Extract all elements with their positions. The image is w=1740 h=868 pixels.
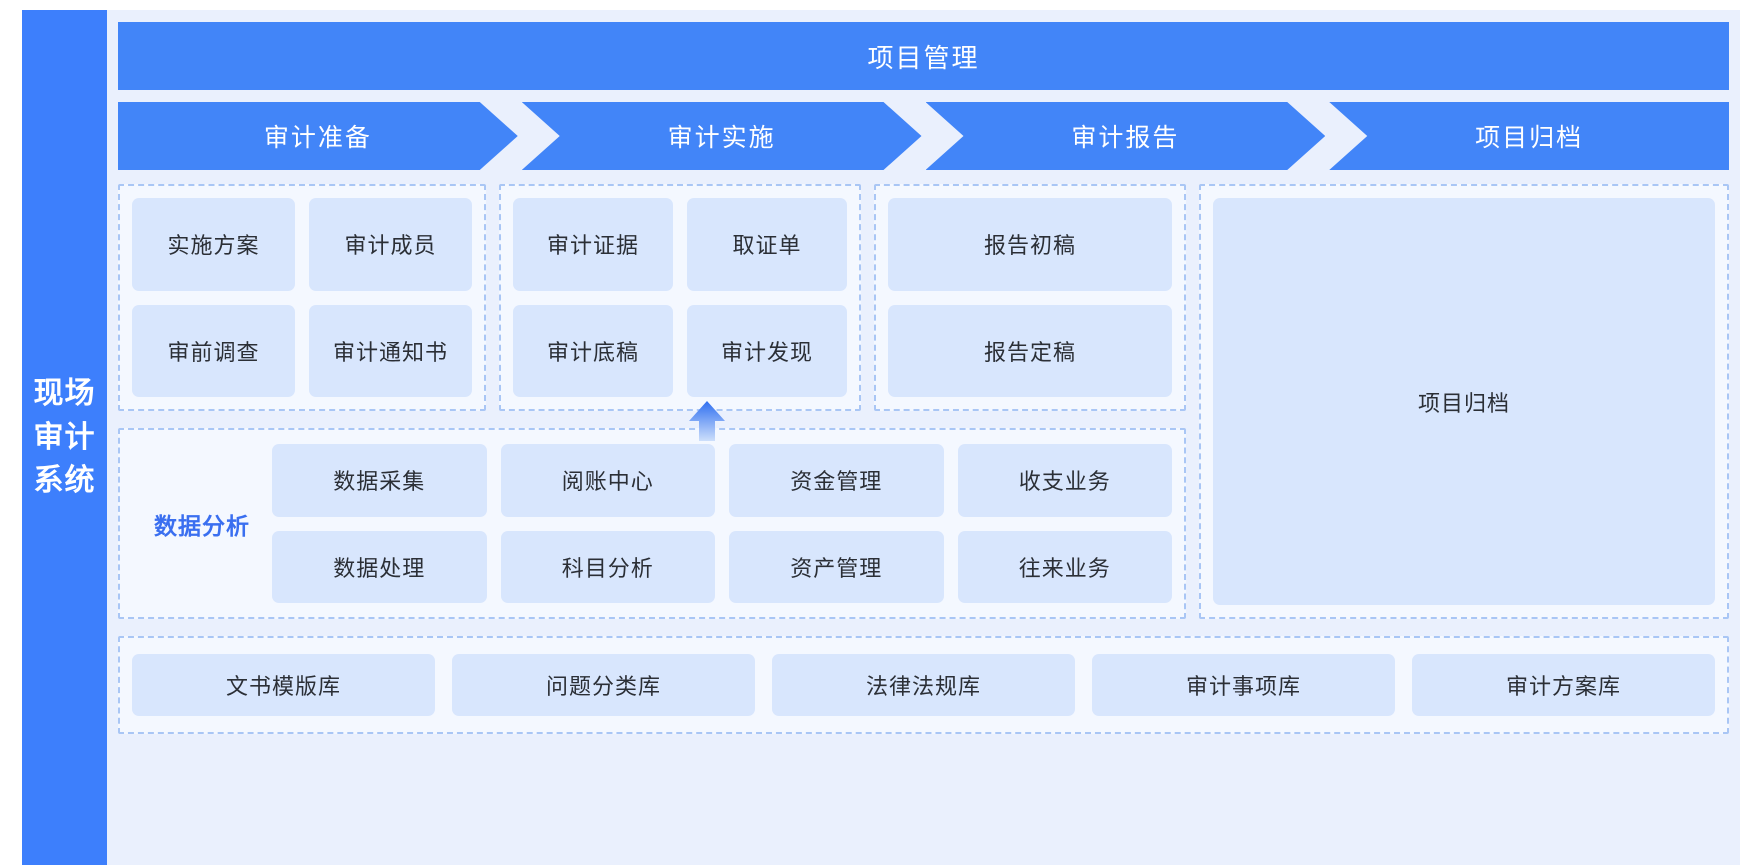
- implementation-tile-grid: 审计证据 取证单 审计底稿 审计发现: [513, 198, 847, 397]
- data-analysis-label: 数据分析: [154, 512, 250, 539]
- stage-audit-implementation[interactable]: 审计实施: [522, 102, 922, 170]
- data-analysis-grid: 数据采集 阅账中心 资金管理 收支业务 数据处理 科目分析 资产管理 往来业务: [272, 444, 1172, 603]
- middle-region: 实施方案 审计成员 审前调查 审计通知书 审计证据 取证单 审计底稿 审计发现: [118, 184, 1729, 619]
- tile-final-report[interactable]: 报告定稿: [888, 304, 1172, 397]
- tile-ledger-review-center[interactable]: 阅账中心: [500, 444, 715, 517]
- tile-audit-plan-library[interactable]: 审计方案库: [1412, 654, 1715, 716]
- tile-data-processing[interactable]: 数据处理: [272, 530, 487, 603]
- left-column: 实施方案 审计成员 审前调查 审计通知书 审计证据 取证单 审计底稿 审计发现: [118, 184, 1186, 619]
- stage-label: 审计实施: [667, 124, 776, 152]
- stage-audit-report[interactable]: 审计报告: [926, 102, 1326, 170]
- stage-audit-preparation[interactable]: 审计准备: [118, 102, 518, 170]
- tile-asset-management[interactable]: 资产管理: [729, 530, 944, 603]
- tile-project-archive[interactable]: 项目归档: [1213, 198, 1715, 605]
- tile-document-template-library[interactable]: 文书模版库: [132, 654, 435, 716]
- stage-project-archive[interactable]: 项目归档: [1329, 102, 1729, 170]
- tile-fund-management[interactable]: 资金管理: [729, 444, 944, 517]
- panel-audit-implementation: 审计证据 取证单 审计底稿 审计发现: [499, 184, 861, 411]
- tile-pre-audit-survey[interactable]: 审前调查: [132, 304, 295, 397]
- tile-implementation-plan[interactable]: 实施方案: [132, 198, 295, 291]
- panel-data-analysis: 数据分析 数据采集 阅账中心 资金管理 收支业务 数据处理 科目分析 资产管理 …: [118, 401, 1186, 619]
- tile-audit-findings[interactable]: 审计发现: [687, 304, 847, 397]
- system-brand-bar: 现场审计系统: [22, 10, 107, 865]
- report-tile-grid: 报告初稿 报告定稿: [888, 198, 1172, 397]
- panel-audit-report: 报告初稿 报告定稿: [874, 184, 1186, 411]
- diagram-canvas: 项目管理 审计准备 审计实施 审计报告 项目归档: [107, 10, 1740, 865]
- stage-label: 审计报告: [1071, 124, 1180, 152]
- stage-label: 审计准备: [263, 124, 372, 152]
- tile-evidence-form[interactable]: 取证单: [687, 198, 847, 291]
- tile-draft-report[interactable]: 报告初稿: [888, 198, 1172, 291]
- tile-audit-matters-library[interactable]: 审计事项库: [1092, 654, 1395, 716]
- panel-knowledge-libraries: 文书模版库 问题分类库 法律法规库 审计事项库 审计方案库: [118, 636, 1729, 734]
- preparation-tile-grid: 实施方案 审计成员 审前调查 审计通知书: [132, 198, 472, 397]
- tile-data-collection[interactable]: 数据采集: [272, 444, 487, 517]
- tile-audit-working-paper[interactable]: 审计底稿: [513, 304, 673, 397]
- tile-laws-regulations-library[interactable]: 法律法规库: [772, 654, 1075, 716]
- tile-income-expense-business[interactable]: 收支业务: [957, 444, 1172, 517]
- panel-audit-preparation: 实施方案 审计成员 审前调查 审计通知书: [118, 184, 486, 411]
- tile-account-analysis[interactable]: 科目分析: [500, 530, 715, 603]
- stage-label: 项目归档: [1475, 124, 1584, 152]
- panel-project-archive: 项目归档: [1199, 184, 1729, 619]
- phase-row: 实施方案 审计成员 审前调查 审计通知书 审计证据 取证单 审计底稿 审计发现: [118, 184, 1186, 411]
- project-management-label: 项目管理: [867, 42, 980, 73]
- tile-audit-evidence[interactable]: 审计证据: [513, 198, 673, 291]
- system-name: 现场审计系统: [33, 377, 96, 498]
- project-management-banner[interactable]: 项目管理: [118, 22, 1729, 90]
- tile-current-account-business[interactable]: 往来业务: [957, 530, 1172, 603]
- tile-issue-category-library[interactable]: 问题分类库: [452, 654, 755, 716]
- tile-audit-members[interactable]: 审计成员: [309, 198, 472, 291]
- stage-flow: 审计准备 审计实施 审计报告 项目归档: [118, 102, 1729, 170]
- tile-audit-notice[interactable]: 审计通知书: [309, 304, 472, 397]
